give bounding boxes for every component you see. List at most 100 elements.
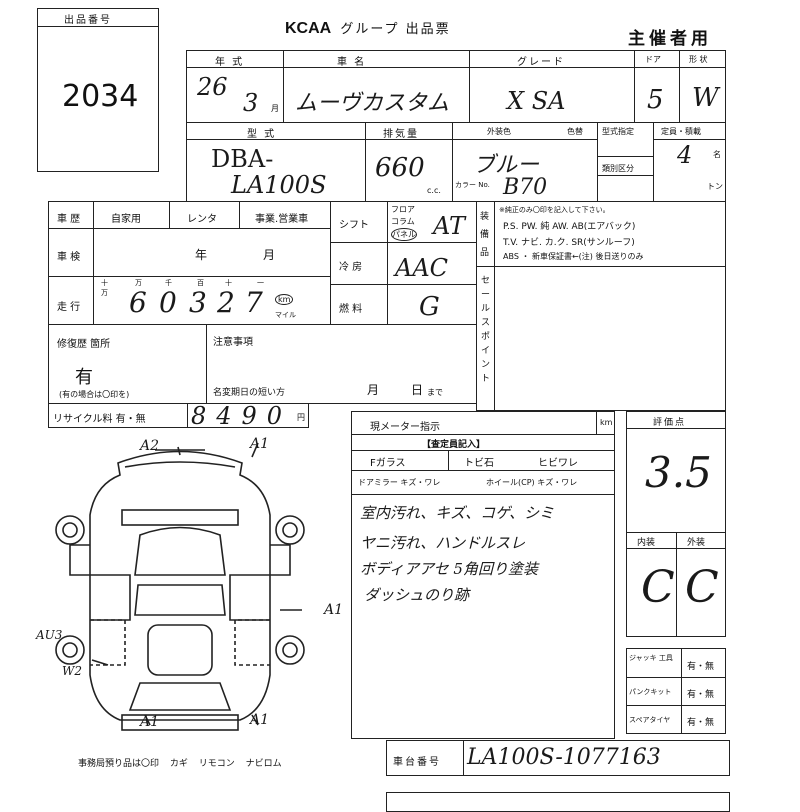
accessory-label: スペアタイヤ [629,716,671,724]
digit-label: 百 [197,279,204,287]
recycle-unit: 円 [297,413,305,422]
drivetrain-table: シフト フロア コラム パネル AT 冷 房 AAC 燃 料 G [330,201,477,325]
category-label: 類別区分 [602,164,634,173]
repair-label: 修復歴 箇所 [57,339,111,350]
recycle-box: リサイクル料 有・無 8490 円 [48,402,309,430]
accessory-value: 有・無 [687,662,715,672]
wheel-label: ホイール(CP) キズ・ワレ [486,478,578,487]
capacity-value: 4 [677,141,693,169]
meter-unit: km [600,418,613,427]
cc-label: 排気量 [383,129,419,140]
recycle-label: リサイクル料 有・無 [53,414,146,425]
equipment-box: 装備品 ※純正のみ〇印を記入して下さい。 P.S. PW. 純 AW. AB(エ… [476,201,726,411]
glass-item: ヒビワレ [538,458,578,469]
capacity-unit: 名 [713,150,721,159]
history-option-private: 自家用 [111,214,141,225]
selling-points-label: セールスポイント [481,276,491,384]
inspection-label: 車 検 [57,252,81,263]
rating-box: 評価点 3.5 内装 外装 C C [626,411,726,637]
designation-label: 型式指定 [602,127,634,136]
rating-value: 3.5 [645,448,712,497]
mileage-digit: 6 [129,286,147,319]
shift-option-panel: パネル [391,228,417,241]
digit-label: 万 [135,279,142,287]
copy-type-label: 主催者用 [628,29,712,49]
office-items-note: 事務局預り品は〇印 カギ リモコン ナビロム [78,759,282,769]
recycle-value: 8490 [191,402,293,430]
form-title-text: グループ 出品票 [340,22,451,37]
history-option-business: 事業.営業車 [255,214,309,225]
type-value-prefix: DBA- [211,145,274,173]
inspection-year-unit: 年 [195,248,208,262]
damage-mark: A1 [250,436,270,452]
brand-logo: KCAA [285,20,332,37]
vin-box: 車台番号 LA100S-1077163 [386,740,730,776]
accessory-label: パンクキット [629,688,672,696]
cc-unit: c.c. [427,186,441,195]
fuel-label: 燃 料 [339,304,363,315]
vehicle-row-1: 年 式 車 名 グレード ドア 形 状 26 3 月 ムーヴカスタム X SA … [186,50,726,123]
meter-label: 現メーター指示 [370,422,440,433]
vin-value: LA100S-1077163 [467,745,661,770]
mirror-label: ドアミラー キズ・ワレ [358,478,441,487]
rename-label: 名変期日の短い方 [213,388,286,398]
damage-mark: AU3 [36,628,63,642]
month-unit: 月 [271,104,279,113]
form-title: KCAA グループ 出品票 [285,18,451,38]
equipment-line-2: T.V. ナビ. カ.ク. SR(サンルーフ) [503,238,635,248]
inspection-month-unit: 月 [263,248,276,262]
door-label: ドア [645,55,661,64]
digit-label: 千 [165,279,172,287]
equipment-note: ※純正のみ〇印を記入して下さい。 [499,206,610,214]
digit-label: 十万 [101,279,108,297]
accessory-label: ジャッキ 工具 [629,654,673,662]
load-unit: トン [707,182,723,191]
shift-option-column: コラム [391,217,415,226]
shift-option-floor: フロア [391,205,415,214]
damage-mark: A1 [250,712,270,728]
lot-number-box: 出品番号 2034 [37,8,159,172]
equipment-line-1: P.S. PW. 純 AW. AB(エアバック) [503,222,636,232]
inspector-comment: 室内汚れ、キズ、コゲ、シミ [360,504,554,522]
color-no-label: カラー No. [455,181,490,189]
history-label: 車 歴 [57,214,81,225]
mileage-digit: 2 [217,286,235,319]
aircon-value: AAC [395,254,449,282]
rename-day: 日 [411,383,424,397]
vin-label: 車台番号 [393,757,441,768]
inspector-comment: ヤニ汚れ、ハンドルスレ [360,534,526,552]
lot-number-label: 出品番号 [64,15,112,26]
equipment-line-3: ABS ・ 新車保証書←(注) 後日送りのみ [503,252,644,261]
glass-item: トビ石 [464,458,494,469]
year-value: 26 [197,73,228,101]
grade-label: グレード [517,57,565,68]
inspector-header: 【査定員記入】 [422,440,486,450]
mileage-digit: 0 [159,286,177,319]
exterior-value: C [685,562,719,613]
inspector-comment: ボディアアセ 5角回り塗装 [360,560,538,578]
inspector-box: 現メーター指示 km 【査定員記入】 Fガラス トビ石 ヒビワレ ドアミラー キ… [351,411,615,739]
lot-number-value: 2034 [62,79,139,114]
mileage-unit-mile: マイル [275,311,296,319]
mileage-unit-km: km [275,294,294,305]
color-change-label: 色替 [567,127,583,136]
grade-value: X SA [507,87,566,115]
doors-value: 5 [647,85,664,115]
damage-mark: A1 [140,714,160,730]
damage-mark: A1 [324,602,344,618]
rating-label: 評価点 [653,418,687,428]
vehicle-status-table: 車 歴 自家用 レンタ 事業.営業車 車 検 年 月 走 行 十万 万 千 百 … [48,201,331,325]
damage-mark: A2 [140,438,160,454]
glass-label: Fガラス [370,458,406,469]
fuel-value: G [419,292,440,322]
month-value: 3 [243,89,259,117]
equipment-label: 装備品 [480,212,490,258]
accessories-box: ジャッキ 工具 有・無 パンクキット 有・無 スペアタイヤ 有・無 [626,648,726,734]
shape-value: W [692,83,719,113]
color-no-value: B70 [503,175,548,200]
interior-value: C [641,562,675,613]
model-value: ムーヴカスタム [295,91,450,116]
vehicle-row-2: 型 式 排気量 外装色 色替 型式指定 類別区分 定員・積載 DBA- LA10… [186,122,726,202]
mileage-digit: 7 [245,286,263,319]
accessory-value: 有・無 [687,690,715,700]
